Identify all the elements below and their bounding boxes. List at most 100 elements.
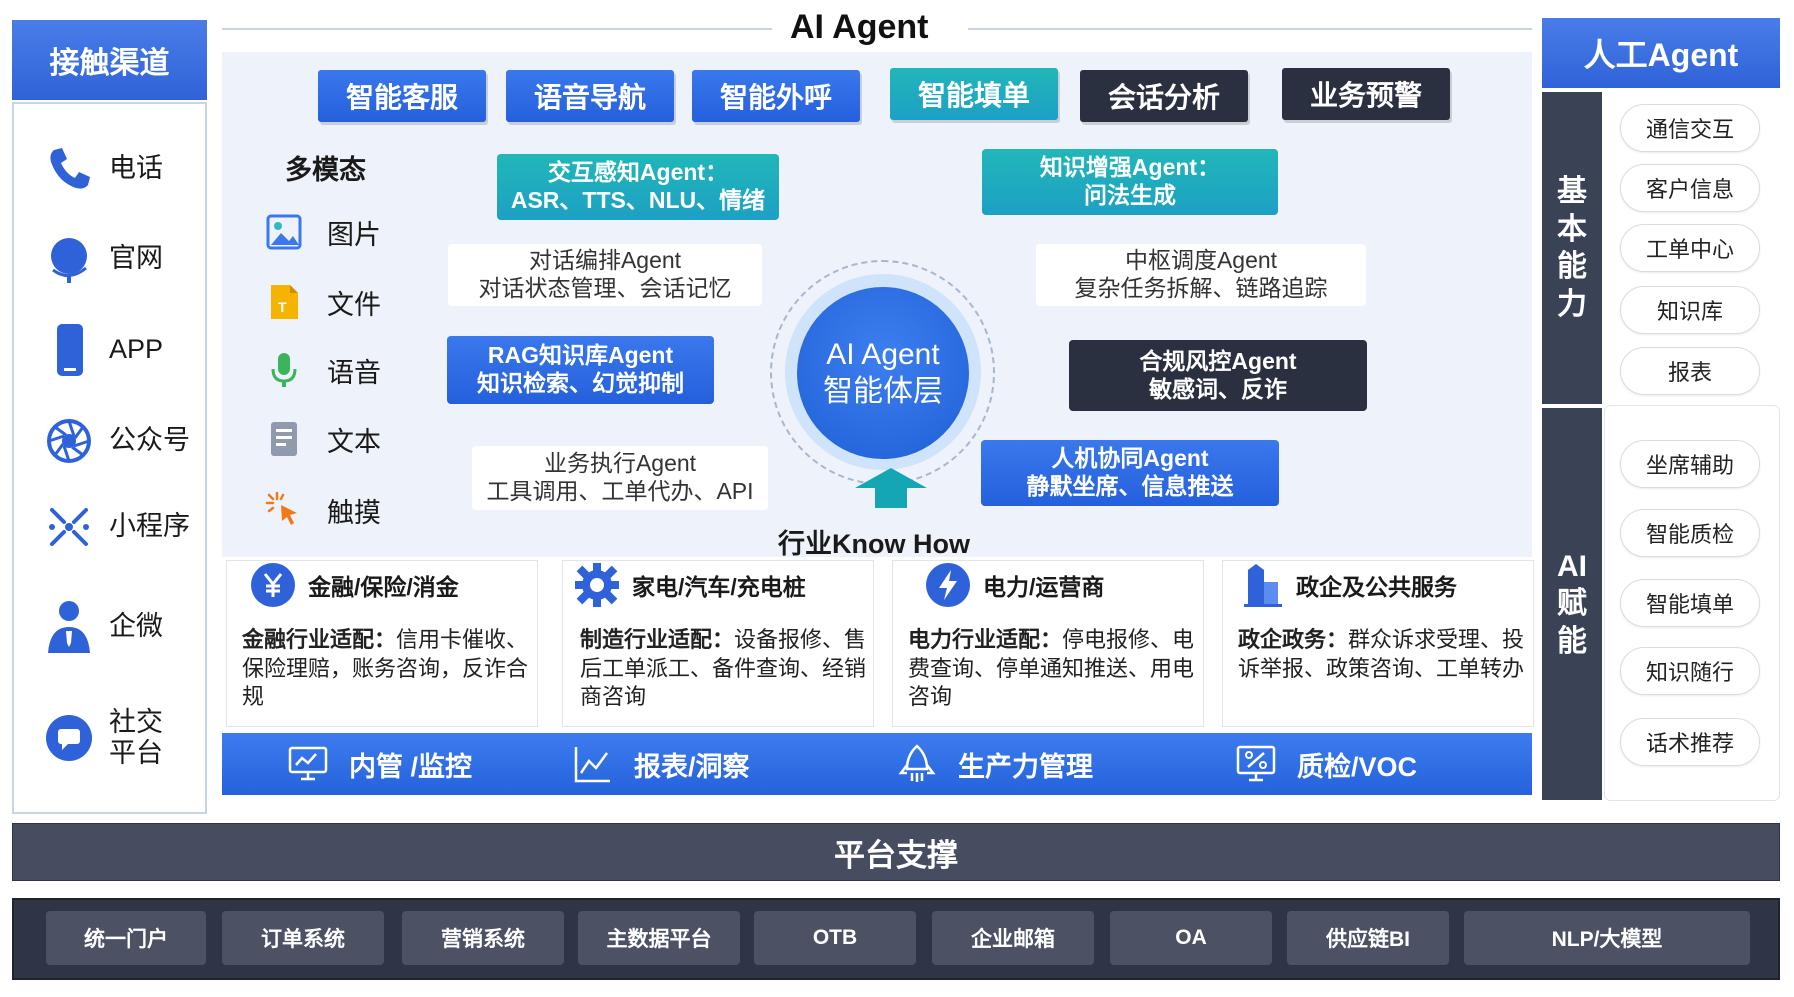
bar-label: 质检/VOC — [1297, 751, 1418, 782]
file-icon: T — [271, 285, 298, 319]
platform-portal[interactable]: 统一门户 — [46, 911, 206, 965]
agent-title: RAG知识库Agent — [487, 342, 674, 369]
title-rule-right — [968, 28, 1532, 30]
bar-label: 内管 /监控 — [349, 751, 473, 782]
channel-website[interactable]: 官网 — [14, 234, 205, 284]
pill-customer-info[interactable]: 客户信息 — [1620, 164, 1760, 212]
industry-lead: 政企政务： — [1238, 627, 1349, 652]
agent-desc: 知识检索、幻觉抑制 — [477, 370, 684, 396]
platform-marketing[interactable]: 营销系统 — [402, 911, 564, 965]
tag-session-analysis[interactable]: 会话分析 — [1080, 70, 1248, 122]
modality-label: 文件 — [327, 289, 381, 320]
industry-government-desc: 政企政务：群众诉求受理、投诉举报、政策咨询、工单转办 — [1238, 626, 1530, 683]
percent-monitor-icon — [1236, 745, 1276, 782]
agent-title: 人机协同Agent — [1051, 445, 1209, 472]
monitor-icon — [288, 746, 328, 781]
modality-label: 文本 — [327, 426, 381, 457]
human-collab-agent[interactable]: 人机协同Agent 静默坐席、信息推送 — [981, 440, 1279, 506]
channel-phone[interactable]: 电话 — [14, 144, 205, 194]
bar-label: 报表/洞察 — [634, 751, 750, 782]
channel-label: 电话 — [109, 153, 163, 184]
center-title: AI Agent — [790, 8, 929, 46]
tag-business-alert[interactable]: 业务预警 — [1282, 68, 1450, 120]
tag-smart-service[interactable]: 智能客服 — [318, 70, 486, 122]
aperture-icon — [47, 419, 91, 463]
dialog-agent[interactable]: 对话编排Agent 对话状态管理、会话记忆 — [448, 244, 762, 306]
agent-title: 对话编排Agent — [528, 247, 682, 274]
pill-smart-form[interactable]: 智能填单 — [1620, 579, 1760, 627]
pill-agent-assist[interactable]: 坐席辅助 — [1620, 440, 1760, 488]
pill-knowledge-follow[interactable]: 知识随行 — [1620, 647, 1760, 695]
agent-desc: 复杂任务拆解、链路追踪 — [1074, 275, 1328, 301]
management-bar — [222, 733, 1532, 795]
rocket-icon — [898, 744, 936, 782]
rag-agent[interactable]: RAG知识库Agent 知识检索、幻觉抑制 — [447, 336, 714, 404]
industry-finance-desc: 金融行业适配：信用卡催收、保险理赔，账务咨询，反诈合规 — [242, 626, 534, 712]
pill-ticket-center[interactable]: 工单中心 — [1620, 224, 1760, 272]
platform-mail[interactable]: 企业邮箱 — [932, 911, 1094, 965]
channel-label: APP — [109, 334, 164, 365]
knowledge-agent[interactable]: 知识增强Agent： 问法生成 — [982, 149, 1278, 215]
channel-label: 公众号 — [109, 425, 190, 456]
channel-mini-program[interactable]: 小程序 — [14, 502, 205, 552]
tag-voice-navigation[interactable]: 语音导航 — [506, 70, 674, 122]
microphone-icon — [271, 353, 297, 387]
yuan-coin-icon — [251, 563, 295, 607]
building-icon — [1244, 564, 1282, 607]
pill-communication[interactable]: 通信交互 — [1620, 104, 1760, 152]
agent-title: 知识增强Agent： — [1039, 154, 1221, 181]
multimodal-title: 多模态 — [285, 155, 366, 185]
human-agent-header: 人工Agent — [1542, 18, 1780, 88]
hub-agent[interactable]: 中枢调度Agent 复杂任务拆解、链路追踪 — [1036, 244, 1366, 306]
agent-title: 业务执行Agent — [543, 450, 697, 477]
channels-header: 接触渠道 — [12, 20, 207, 100]
industry-finance-head: 金融/保险/消金 — [250, 562, 459, 608]
chat-bubble-icon — [46, 715, 92, 761]
modality-label: 语音 — [327, 357, 381, 388]
industry-name: 家电/汽车/充电桩 — [632, 574, 806, 600]
pill-smart-qa[interactable]: 智能质检 — [1620, 509, 1760, 557]
channel-wecom[interactable]: 企微 — [14, 599, 205, 655]
modality-voice: 语音 — [265, 348, 425, 392]
interaction-agent[interactable]: 交互感知Agent： ASR、TTS、NLU、情绪 — [497, 154, 779, 220]
core-agent-layer[interactable]: AI Agent 智能体层 — [797, 287, 969, 459]
industry-government-head: 政企及公共服务 — [1238, 562, 1457, 608]
platform-oa[interactable]: OA — [1110, 911, 1272, 965]
pill-script-recommend[interactable]: 话术推荐 — [1620, 718, 1760, 766]
bar-item-quality[interactable]: 质检/VOC — [1235, 733, 1417, 795]
channel-app[interactable]: APP — [14, 322, 205, 378]
pill-knowledge-base[interactable]: 知识库 — [1620, 286, 1760, 334]
agent-title: 中枢调度Agent — [1124, 247, 1278, 274]
pill-reports[interactable]: 报表 — [1620, 347, 1760, 395]
platform-otb[interactable]: OTB — [754, 911, 916, 965]
platform-supply-chain-bi[interactable]: 供应链BI — [1287, 911, 1449, 965]
platform-master-data[interactable]: 主数据平台 — [578, 911, 740, 965]
channels-panel: 电话 官网 APP 公众号 小程序 企微 社交 平台 — [12, 102, 207, 814]
user-icon — [48, 601, 90, 653]
industry-power-desc: 电力行业适配：停电报修、电费查询、停单通知推送、用电咨询 — [908, 626, 1200, 712]
bar-item-monitoring[interactable]: 内管 /监控 — [287, 733, 472, 795]
bar-item-reports[interactable]: 报表/洞察 — [572, 733, 750, 795]
bar-label: 生产力管理 — [958, 751, 1093, 782]
channel-official-account[interactable]: 公众号 — [14, 416, 205, 466]
industry-detail: 群众诉求受理、投诉举报、政策咨询、工单转办 — [1238, 627, 1525, 681]
core-subtitle: 智能体层 — [823, 375, 943, 408]
bar-item-productivity[interactable]: 生产力管理 — [896, 733, 1093, 795]
compliance-agent[interactable]: 合规风控Agent 敏感词、反诈 — [1069, 340, 1367, 411]
agent-desc: 静默坐席、信息推送 — [1026, 473, 1234, 499]
modality-label: 图片 — [327, 219, 381, 250]
modality-label: 触摸 — [327, 497, 381, 528]
platform-order-system[interactable]: 订单系统 — [222, 911, 384, 965]
title-rule-left — [222, 28, 772, 30]
tag-outbound-call[interactable]: 智能外呼 — [692, 70, 860, 122]
industry-detail: 设备报修、售后工单派工、备件查询、经销商咨询 — [580, 627, 867, 710]
industry-manufacturing-desc: 制造行业适配：设备报修、售后工单派工、备件查询、经销商咨询 — [580, 626, 872, 712]
modality-image: 图片 — [265, 210, 425, 254]
tag-smart-form[interactable]: 智能填单 — [890, 68, 1058, 120]
platform-header: 平台支撑 — [12, 823, 1780, 881]
exec-agent[interactable]: 业务执行Agent 工具调用、工单代办、API — [472, 446, 768, 510]
channel-social[interactable]: 社交 平台 — [14, 698, 205, 778]
pointer-click-icon — [265, 491, 297, 525]
channel-label: 社交 平台 — [109, 706, 163, 768]
platform-nlp-llm[interactable]: NLP/大模型 — [1464, 911, 1750, 965]
